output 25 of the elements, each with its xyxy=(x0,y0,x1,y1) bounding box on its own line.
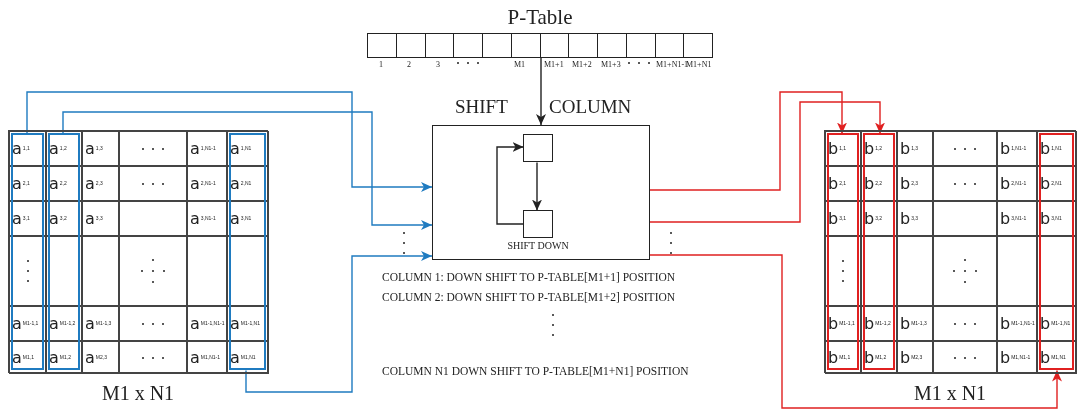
arrow xyxy=(496,142,525,225)
arrow xyxy=(245,251,433,393)
arrow xyxy=(26,91,433,192)
arrow xyxy=(532,161,542,212)
column-highlight xyxy=(1039,133,1074,370)
arrow xyxy=(649,254,1062,409)
arrow xyxy=(62,111,433,230)
arrow xyxy=(536,57,546,126)
column-highlight xyxy=(827,133,859,370)
arrow xyxy=(649,101,885,223)
index-label: M1+1 xyxy=(544,60,564,69)
box-heading: COLUMN xyxy=(549,96,632,118)
matrix-title: M1 x N1 xyxy=(101,382,175,404)
note-text: COLUMN 2: DOWN SHIFT TO P-TABLE[M1+2] POSITION xyxy=(382,291,676,304)
note-text: COLUMN N1 DOWN SHIFT TO P-TABLE[M1+N1] POSITION xyxy=(382,365,689,378)
column-highlight xyxy=(863,133,895,370)
box-heading: SHIFT xyxy=(455,96,508,118)
column-highlight xyxy=(48,133,80,370)
table-title: P-Table xyxy=(507,5,573,31)
column-highlight xyxy=(229,133,266,370)
box-caption: SHIFT DOWN xyxy=(507,240,569,252)
arrow xyxy=(649,91,847,191)
column-highlight xyxy=(11,133,44,370)
matrix-title: M1 x N1 xyxy=(913,382,987,404)
small-box xyxy=(523,134,553,162)
